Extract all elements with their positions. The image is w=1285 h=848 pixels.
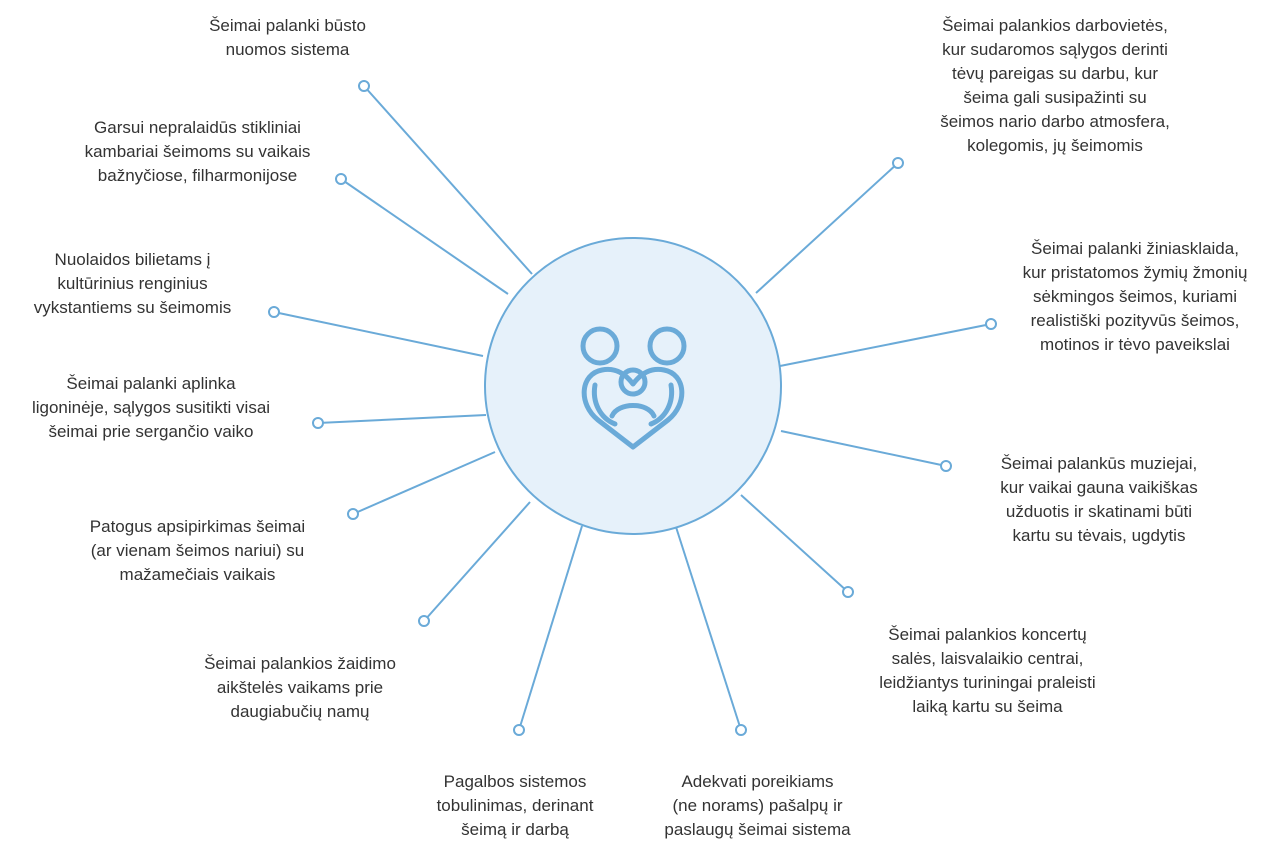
connector-hospital-environment	[317, 414, 487, 424]
connector-support-system	[518, 525, 583, 731]
label-workplaces: Šeimai palankios darbovietės, kur sudaro…	[940, 16, 1170, 155]
label-support-system: Pagalbos sistemos tobulinimas, derinant …	[436, 772, 594, 839]
family-heart-icon	[580, 326, 687, 450]
connector-dot-hospital-environment	[312, 417, 324, 429]
connector-dot-workplaces	[892, 157, 904, 169]
label-ticket-discounts: Nuolaidos bilietams į kultūrinius rengin…	[33, 250, 232, 317]
connector-dot-playgrounds	[418, 615, 430, 627]
label-housing-rental: Šeimai palanki būsto nuomos sistema	[209, 16, 366, 59]
connector-soundproof-rooms	[340, 178, 509, 295]
connector-concert-halls	[740, 494, 849, 593]
connector-housing-rental	[363, 85, 533, 275]
label-hospital-environment: Šeimai palanki aplinka ligoninėje, sąlyg…	[31, 374, 271, 441]
connector-media	[779, 323, 992, 367]
label-benefits: Adekvati poreikiams (ne norams) pašalpų …	[664, 772, 851, 839]
label-shopping: Patogus apsipirkimas šeimai (ar vienam š…	[89, 517, 306, 584]
connector-benefits	[675, 526, 742, 731]
connector-workplaces	[755, 162, 899, 294]
connectors	[268, 80, 997, 736]
connector-dot-ticket-discounts	[268, 306, 280, 318]
label-museums: Šeimai palankūs muziejai, kur vaikai gau…	[1000, 454, 1198, 545]
label-media: Šeimai palanki žiniasklaida, kur pristat…	[1022, 239, 1248, 354]
connector-dot-support-system	[513, 724, 525, 736]
connector-dot-soundproof-rooms	[335, 173, 347, 185]
connector-dot-museums	[940, 460, 952, 472]
connector-dot-media	[985, 318, 997, 330]
connector-dot-housing-rental	[358, 80, 370, 92]
connector-shopping	[352, 451, 496, 515]
connector-playgrounds	[423, 501, 531, 622]
connector-dot-benefits	[735, 724, 747, 736]
label-soundproof-rooms: Garsui nepralaidūs stikliniai kambariai …	[84, 118, 311, 185]
label-playgrounds: Šeimai palankios žaidimo aikštelės vaika…	[204, 654, 396, 721]
label-concert-halls: Šeimai palankios koncertų salės, laisval…	[879, 625, 1096, 716]
connector-dot-concert-halls	[842, 586, 854, 598]
connector-museums	[780, 430, 947, 467]
connector-dot-shopping	[347, 508, 359, 520]
connector-ticket-discounts	[273, 311, 484, 357]
